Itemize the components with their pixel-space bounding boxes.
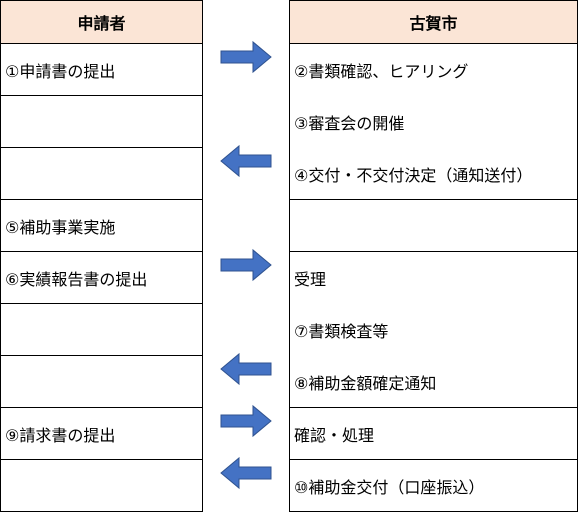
city-row-7: ⑧補助金額確定通知 [290,356,577,408]
applicant-column: 申請者 ①申請書の提出 ⑤補助事業実施 ⑥実績報告書の提出 ⑨請求書の提出 [0,0,203,512]
flow-arrows [220,40,272,490]
arrow-right-icon [220,404,272,438]
arrow-left-icon [220,144,272,178]
city-row-3: ④交付・不交付決定（通知送付） [290,148,577,200]
city-row-5: 受理 [294,269,327,289]
city-row-2: ③審査会の開催 [294,113,405,133]
city-row-8: 確認・処理 [290,408,577,460]
city-header: 古賀市 [290,1,577,44]
arrow-left-icon [220,352,272,386]
city-row-9: ⑩補助金交付（口座振込） [290,460,577,512]
city-row-1: ②書類確認、ヒアリング [294,61,469,81]
applicant-row-7 [1,356,202,408]
applicant-row-6 [1,304,202,356]
applicant-row-8: ⑨請求書の提出 [1,408,202,460]
city-column: 古賀市 ②書類確認、ヒアリング ③審査会の開催 ④交付・不交付決定（通知送付） … [289,0,578,512]
city-row-4 [290,200,577,252]
applicant-row-5: ⑥実績報告書の提出 [1,252,202,304]
applicant-row-3 [1,148,202,200]
applicant-row-4: ⑤補助事業実施 [1,200,202,252]
applicant-header: 申請者 [1,1,202,44]
arrow-left-icon [220,456,272,490]
arrow-right-icon [220,40,272,74]
applicant-row-9 [1,460,202,512]
applicant-row-1: ①申請書の提出 [1,44,202,96]
applicant-row-2 [1,96,202,148]
city-row-6: ⑦書類検査等 [294,321,389,341]
arrow-right-icon [220,248,272,282]
